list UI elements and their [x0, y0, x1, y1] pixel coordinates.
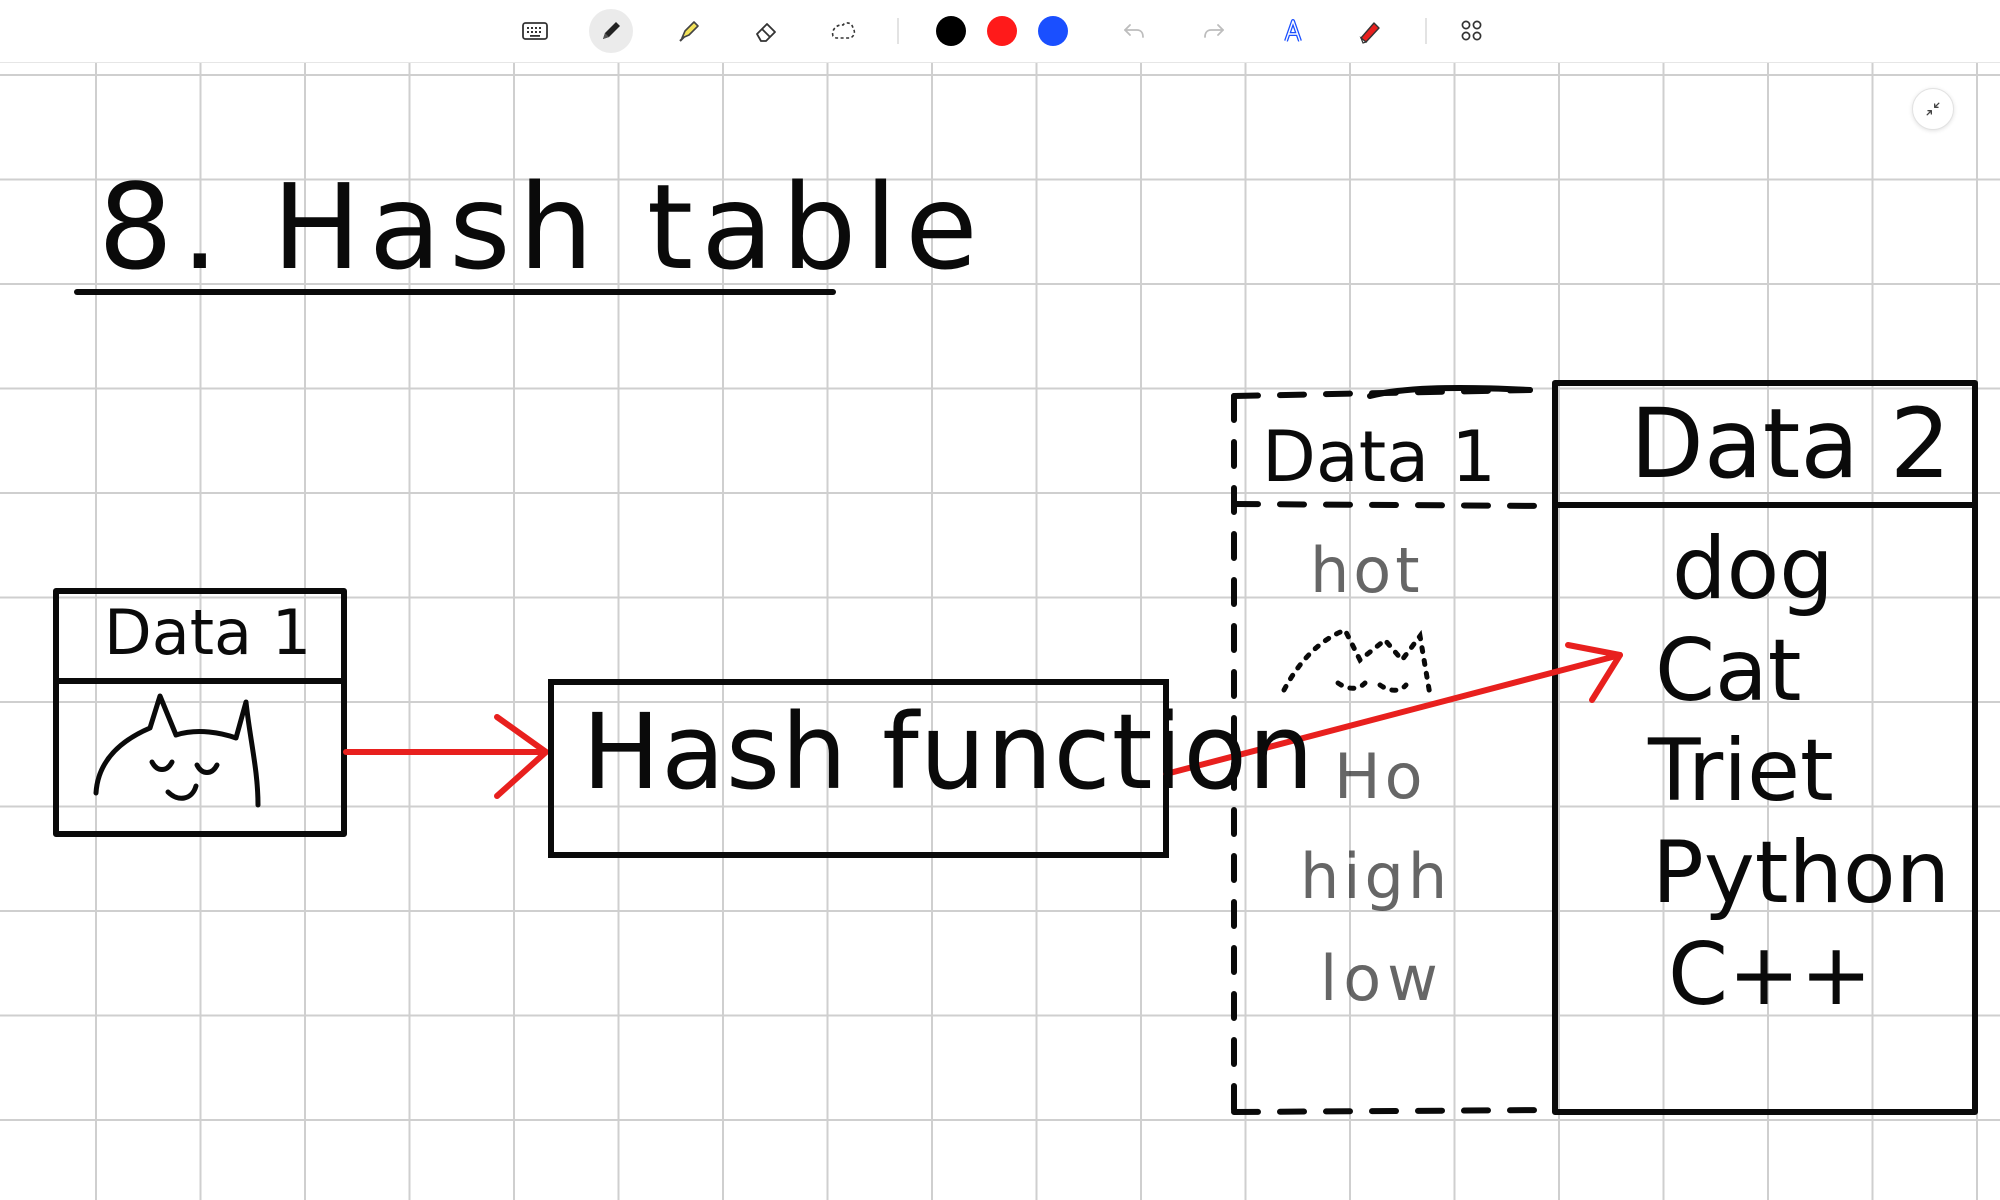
keyboard-button[interactable]	[513, 9, 557, 53]
color-black-swatch[interactable]	[936, 16, 966, 46]
color-red-swatch[interactable]	[987, 16, 1017, 46]
collapse-icon	[1926, 102, 1940, 116]
dashed-table-header: Data 1	[1262, 416, 1496, 498]
output-list-item: Cat	[1655, 621, 1802, 721]
arrow-to-cat	[1163, 642, 1623, 777]
dashed-list-item: low	[1320, 942, 1444, 1015]
output-table-header: Data 2	[1630, 388, 1951, 500]
lasso-icon	[831, 22, 856, 39]
toolbar-divider	[897, 18, 899, 44]
more-tools-button[interactable]	[1450, 9, 1494, 53]
toolbar-divider	[1425, 18, 1427, 44]
output-list-item: Triet	[1648, 721, 1834, 821]
undo-icon	[1124, 24, 1144, 38]
pen-icon	[603, 22, 620, 39]
keyboard-icon	[522, 22, 548, 40]
lasso-button[interactable]	[821, 9, 865, 53]
text-recognition-button[interactable]	[1271, 9, 1315, 53]
hash-function-box	[548, 679, 1169, 858]
redo-button[interactable]	[1192, 9, 1236, 53]
toolbar	[0, 0, 2000, 63]
eraser-button[interactable]	[744, 9, 788, 53]
redo-icon	[1204, 24, 1224, 38]
highlighter-icon	[679, 21, 699, 42]
drawing-canvas[interactable]	[0, 62, 2000, 1200]
arrow-to-hash-function	[343, 714, 549, 799]
text-recognition-icon	[1284, 19, 1302, 42]
cat-face-icon	[93, 693, 261, 808]
faint-cat-icon	[1281, 626, 1433, 698]
dashed-list-item: hot	[1310, 534, 1424, 607]
collapse-button[interactable]	[1912, 88, 1954, 130]
output-table	[1552, 380, 1978, 1115]
highlighter-button[interactable]	[667, 9, 711, 53]
hash-function-label: Hash function	[582, 691, 1315, 813]
output-list-item: dog	[1672, 519, 1834, 619]
dashed-list-item: high	[1300, 840, 1452, 913]
dashed-list-item: Ho	[1334, 740, 1427, 813]
ruler-icon	[1359, 22, 1380, 44]
output-list-item: Python	[1652, 823, 1951, 923]
page-title: 8. Hash table	[98, 158, 986, 296]
input-table	[53, 588, 347, 837]
pen-button[interactable]	[589, 9, 633, 53]
eraser-icon	[756, 23, 776, 42]
color-blue-swatch[interactable]	[1038, 16, 1068, 46]
ruler-button[interactable]	[1348, 9, 1392, 53]
undo-button[interactable]	[1112, 9, 1156, 53]
input-table-header: Data 1	[104, 596, 312, 669]
output-list-item: C++	[1668, 925, 1873, 1025]
more-tools-icon	[1461, 20, 1482, 41]
